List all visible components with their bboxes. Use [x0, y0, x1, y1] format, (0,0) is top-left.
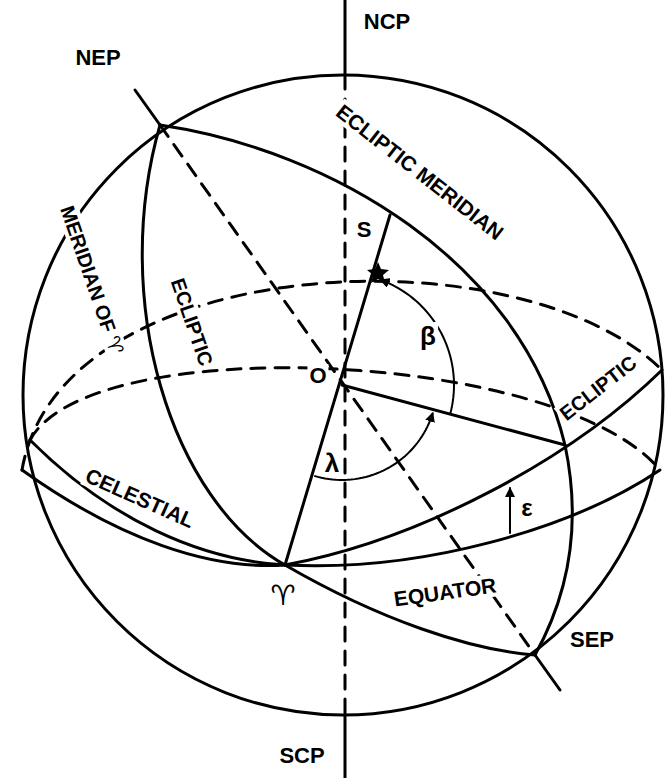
- circle-label: CELESTIAL: [80, 463, 200, 533]
- longitude-arc: [314, 413, 433, 480]
- obliquity-arrow: [509, 488, 511, 533]
- celestial-axis: [344, 0, 347, 75]
- sphere-outline: [23, 75, 663, 715]
- star-symbol: [367, 262, 389, 283]
- pole-label: NCP: [362, 10, 412, 34]
- celestial-axis: [344, 715, 347, 778]
- ecliptic-meridian: [160, 125, 572, 655]
- circle-label: EQUATOR: [390, 573, 499, 611]
- ecliptic-axis: [135, 90, 160, 125]
- point-label: S: [355, 218, 374, 242]
- circle-label: ECLIPTIC: [554, 350, 643, 426]
- star-radius: [285, 215, 390, 565]
- point-label: O: [307, 364, 328, 388]
- ecliptic-axis: [535, 655, 560, 690]
- angle-label: ε: [519, 495, 534, 521]
- circle-label: MERIDIAN OF ♈: [56, 201, 129, 359]
- point-label: ♈: [268, 581, 297, 611]
- pole-label: SEP: [568, 628, 616, 652]
- circle-label: ECLIPTIC: [166, 273, 218, 370]
- celestial-axis-hidden: [344, 75, 347, 715]
- equator-front: [30, 440, 660, 566]
- latitude-arc: [380, 280, 454, 414]
- pole-label: SCP: [277, 744, 326, 768]
- pole-label: NEP: [73, 46, 122, 70]
- angle-label: λ: [323, 449, 341, 477]
- angle-label: β: [418, 322, 438, 350]
